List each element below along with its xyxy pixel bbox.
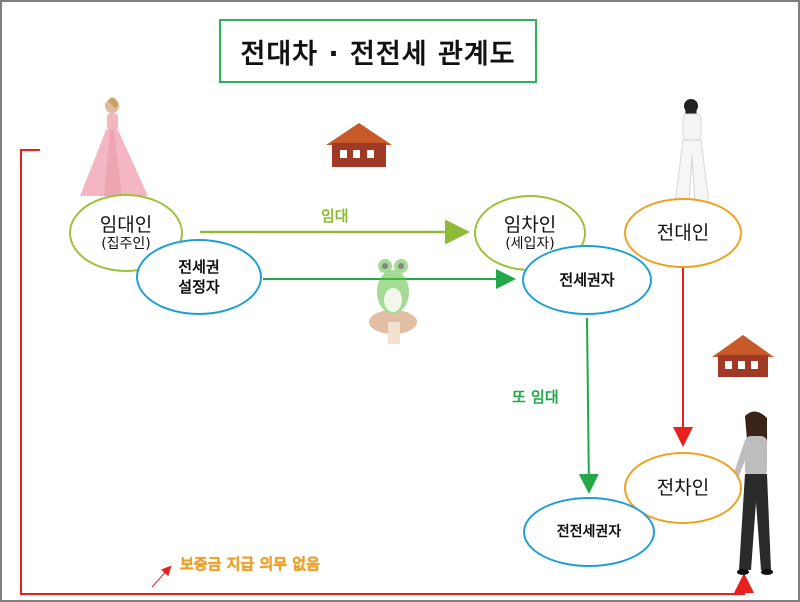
woman-in-white-icon [674,99,710,208]
red-feedback-line [20,149,754,595]
deposit-note: 보증금 지급 의무 없음 [180,555,320,573]
frog-on-mushroom-icon [369,259,417,344]
sub-jeonse-holder-node: 전전세권자 [523,497,655,567]
lessor-sub: (집주인) [101,235,151,252]
jeonse-grantor-line1: 전세권 [178,258,220,276]
jeonse-grantor-node: 전세권 설정자 [136,239,262,315]
re-lease-label: 또 임대 [512,388,559,406]
lessee-name: 임차인 [503,213,557,236]
lease-label: 임대 [321,207,349,225]
sublessor-node: 전대인 [624,198,742,268]
sublessor-name: 전대인 [656,222,710,244]
page-title: 전대차 · 전전세 관계도 [219,19,537,83]
lessor-name: 임대인 [99,213,153,236]
jeonse-holder-node: 전세권자 [522,245,652,315]
sublessee-name: 전차인 [656,477,710,499]
house-icon [326,123,392,167]
lessee-sub: (세입자) [505,235,555,252]
woman-in-pink-gown-icon [80,97,148,196]
jeonse-grantor-line2: 설정자 [178,278,220,296]
note-pointer [151,565,172,588]
sub-jeonse-holder-name: 전전세권자 [556,523,622,540]
house-icon [712,335,774,377]
jeonse-holder-name: 전세권자 [559,271,615,289]
re-lease-arrow [578,317,599,494]
